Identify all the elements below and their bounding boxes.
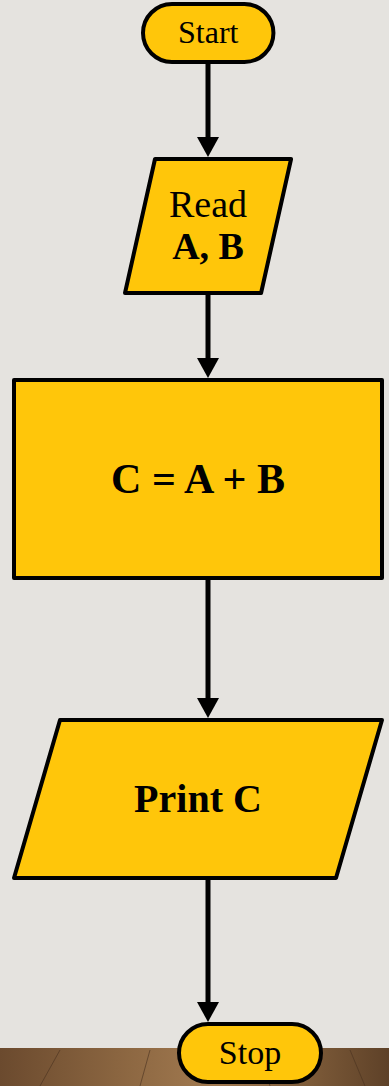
node-text: Stop <box>219 1034 281 1071</box>
node-text: C = A + B <box>111 456 285 502</box>
terminal-stop: Stop <box>177 1022 323 1084</box>
flow-arrow <box>197 880 219 1022</box>
node-text: Read <box>169 184 247 226</box>
output-parallelogram: Print C <box>12 718 384 880</box>
node-text: Start <box>178 15 238 50</box>
node-text: A, B <box>172 226 244 268</box>
wall <box>0 0 389 1050</box>
process-box: C = A + B <box>12 378 384 580</box>
terminal-start: Start <box>141 2 275 64</box>
node-text: Print C <box>134 777 262 821</box>
flow-arrow <box>197 580 219 718</box>
input-parallelogram: ReadA, B <box>123 157 293 295</box>
flow-arrow <box>197 295 219 378</box>
flow-arrow <box>197 64 219 157</box>
